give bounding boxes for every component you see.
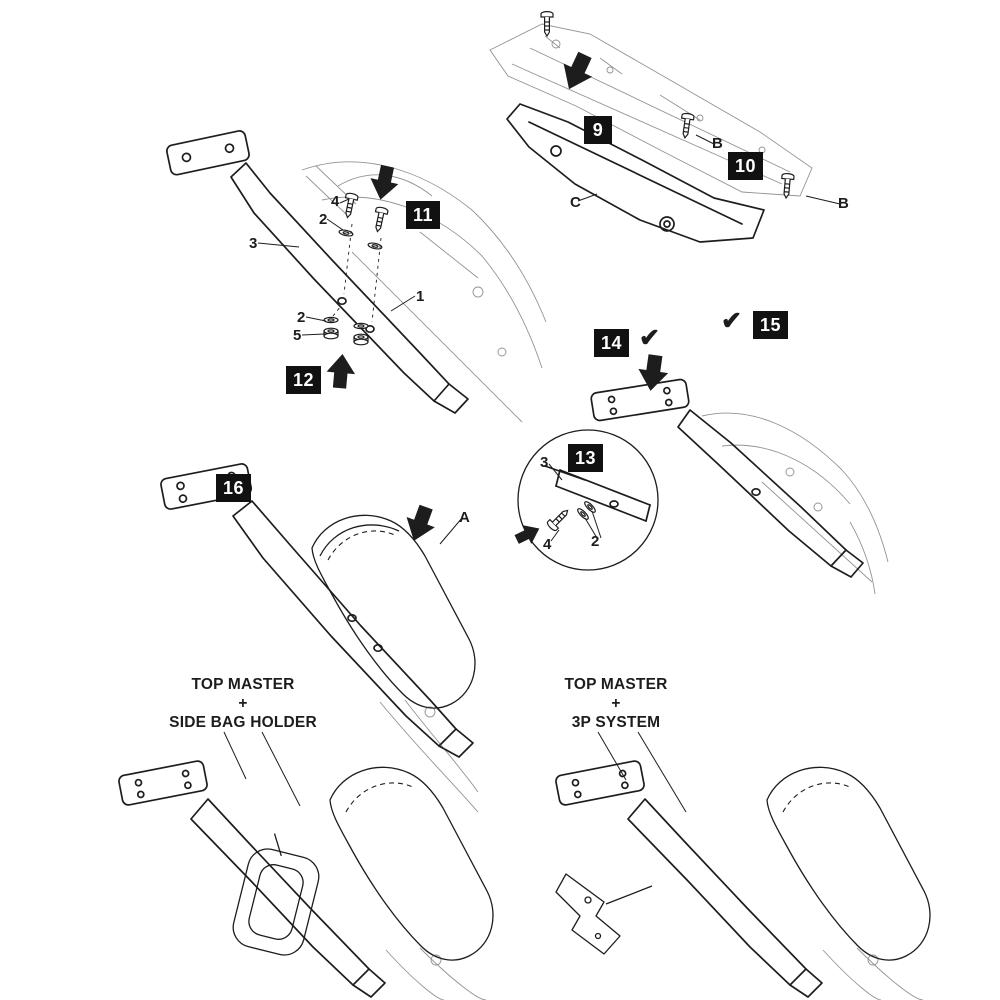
3p-system-bracket (555, 873, 653, 955)
caption-leaders-right (597, 731, 687, 813)
bracket-c-part (506, 103, 765, 243)
step-badge-13: 13 (568, 444, 604, 472)
step-badge-10: 10 (728, 152, 764, 180)
rack-br (555, 760, 823, 998)
arrow-icon-step9 (554, 48, 600, 96)
arrow-icon-step12 (325, 352, 357, 390)
screw-icon (340, 191, 359, 220)
part-label-detail-2: 2 (591, 533, 600, 550)
nut-icon (323, 327, 339, 340)
part-label-1: 1 (416, 288, 425, 305)
part-label-3: 3 (249, 235, 258, 252)
assembly-step14-15 (590, 353, 889, 595)
tail-sketch-bl (385, 947, 487, 1000)
variant-3p-system (555, 731, 931, 1000)
rack-part-1 (165, 130, 469, 414)
alignment-dashes-11-12 (332, 223, 382, 323)
detail-bracket (544, 465, 651, 522)
side-bag-holder-frame (232, 833, 320, 956)
step-badge-12: 12 (286, 366, 322, 394)
magnifier-circle (517, 429, 659, 571)
tail-sketch-16 (379, 699, 479, 813)
screw-icon (370, 205, 389, 234)
leader-lines-9-10 (577, 134, 841, 205)
variant-side-bag-holder (118, 731, 494, 1000)
arrow-icon-step16 (399, 501, 441, 547)
step-badge-16: 16 (216, 474, 252, 502)
part-label-detail-3: 3 (540, 454, 549, 471)
part-label-b-lower: B (838, 195, 849, 212)
rack-bl (118, 760, 386, 998)
seat-br (766, 766, 931, 961)
part-label-4: 4 (331, 193, 340, 210)
leader-lines-11-12 (257, 198, 416, 336)
nut-icon (353, 333, 369, 346)
part-label-c: C (570, 194, 581, 211)
caption-line: SIDE BAG HOLDER (169, 714, 317, 731)
part-label-5: 5 (293, 327, 302, 344)
caption-line: 3P SYSTEM (571, 714, 661, 731)
detail-leaders (548, 463, 602, 542)
part-label-2-mid: 2 (297, 309, 306, 326)
caption-line: TOP MASTER (191, 676, 295, 693)
part-label-b-upper: B (712, 135, 723, 152)
caption-line: TOP MASTER (564, 676, 668, 693)
caption-3p-system: TOP MASTER + 3P SYSTEM (481, 675, 751, 732)
caption-leaders-left (223, 731, 301, 807)
rack-fitted (590, 378, 864, 578)
washer-icon (323, 316, 339, 324)
checkmark-icon: ✔ (721, 307, 742, 335)
assembly-step16 (160, 463, 479, 813)
caption-line: + (238, 695, 248, 712)
assembly-step9-10 (489, 11, 841, 243)
step-badge-9: 9 (584, 116, 612, 144)
detail-fasteners (545, 499, 598, 533)
washer-icon (353, 322, 369, 330)
part-label-2-top: 2 (319, 211, 328, 228)
step-badge-15: 15 (753, 311, 789, 339)
tail-sketch-br (822, 947, 924, 1000)
checkmark-icon: ✔ (639, 324, 660, 352)
tail-sketch-14 (701, 412, 889, 595)
part-label-a: A (459, 509, 470, 526)
part-label-detail-4: 4 (543, 536, 552, 553)
step-badge-11: 11 (406, 201, 441, 229)
caption-side-bag-holder: TOP MASTER + SIDE BAG HOLDER (108, 675, 378, 732)
detail-step13 (512, 429, 659, 571)
seat-step16 (311, 514, 476, 709)
leader-a (439, 517, 463, 545)
caption-line: + (611, 695, 621, 712)
step-badge-14: 14 (594, 329, 630, 357)
assembly-step11-12 (165, 130, 547, 423)
seat-bl (329, 766, 494, 961)
screw-icon (545, 505, 573, 533)
arrow-icon-step14 (635, 353, 671, 393)
arrow-icon-step13 (512, 519, 544, 549)
